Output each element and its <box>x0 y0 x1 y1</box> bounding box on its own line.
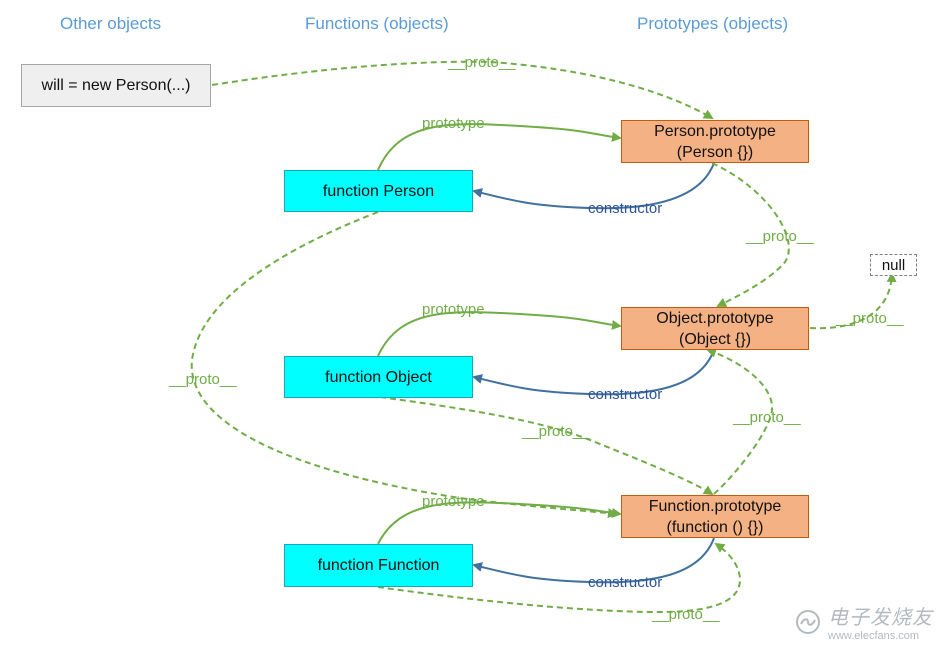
label-prototype-object: prototype <box>422 301 485 318</box>
edge-object-prototype <box>377 311 622 357</box>
label-constructor-object: constructor <box>588 386 663 403</box>
label-proto-fnperson: __proto__ <box>169 371 237 388</box>
node-instance-will: will = new Person(...) <box>21 64 211 107</box>
node-person-prototype: Person.prototype (Person {}) <box>621 120 809 163</box>
node-person-prototype-line2: (Person {}) <box>676 143 754 161</box>
node-function-object: function Object <box>284 356 473 398</box>
watermark-text-cn: 电子发烧友 <box>828 607 933 629</box>
node-person-prototype-line1: Person.prototype <box>654 122 776 140</box>
label-proto-objectproto: __proto__ <box>836 310 904 327</box>
label-proto-fnobject: __proto__ <box>522 423 590 440</box>
watermark-url: www.elecfans.com <box>828 630 920 642</box>
edge-objectproto-proto <box>809 272 897 330</box>
elecfans-logo-icon <box>796 609 820 634</box>
edge-fnperson-proto <box>190 211 618 519</box>
node-function-prototype-line2: (function () {}) <box>666 518 764 536</box>
label-proto-personproto: __proto__ <box>746 228 814 245</box>
edge-person-constructor <box>472 162 715 210</box>
header-functions: Functions (objects) <box>305 14 449 33</box>
label-prototype-function: prototype <box>422 493 485 510</box>
edge-instance-proto <box>211 60 714 119</box>
node-null: null <box>870 254 917 276</box>
edge-function-constructor <box>472 537 715 584</box>
watermark: 电子发烧友 www.elecfans.com <box>794 601 933 642</box>
label-proto-fnfunction: __proto__ <box>652 606 720 623</box>
node-function-person: function Person <box>284 170 473 212</box>
label-prototype-person: prototype <box>422 115 485 132</box>
node-object-prototype-line1: Object.prototype <box>656 309 774 327</box>
label-constructor-person: constructor <box>588 200 663 217</box>
node-function-person-label: function Person <box>322 182 435 200</box>
node-function-object-label: function Object <box>325 368 432 386</box>
edge-personproto-proto <box>711 162 790 307</box>
edge-fnobject-proto <box>379 396 714 496</box>
node-function-prototype-line1: Function.prototype <box>648 497 782 515</box>
edge-function-prototype <box>377 501 622 545</box>
label-constructor-function: constructor <box>588 574 663 591</box>
node-object-prototype-line2: (Object {}) <box>678 330 752 348</box>
node-function-function: function Function <box>284 544 473 587</box>
edge-object-constructor <box>472 349 715 396</box>
node-instance-label: will = new Person(...) <box>41 77 191 94</box>
node-null-label: null <box>881 256 906 274</box>
label-proto-instance: __proto__ <box>448 54 516 71</box>
edge-functionproto-proto <box>706 347 774 495</box>
edge-fnfunction-proto <box>377 542 742 614</box>
label-proto-functionproto: __proto__ <box>733 409 801 426</box>
header-prototypes: Prototypes (objects) <box>637 14 789 33</box>
node-function-prototype: Function.prototype (function () {}) <box>621 495 809 538</box>
header-other-objects: Other objects <box>60 14 162 33</box>
node-function-function-label: function Function <box>317 557 440 574</box>
edge-person-prototype <box>377 123 622 171</box>
node-object-prototype: Object.prototype (Object {}) <box>621 307 809 350</box>
